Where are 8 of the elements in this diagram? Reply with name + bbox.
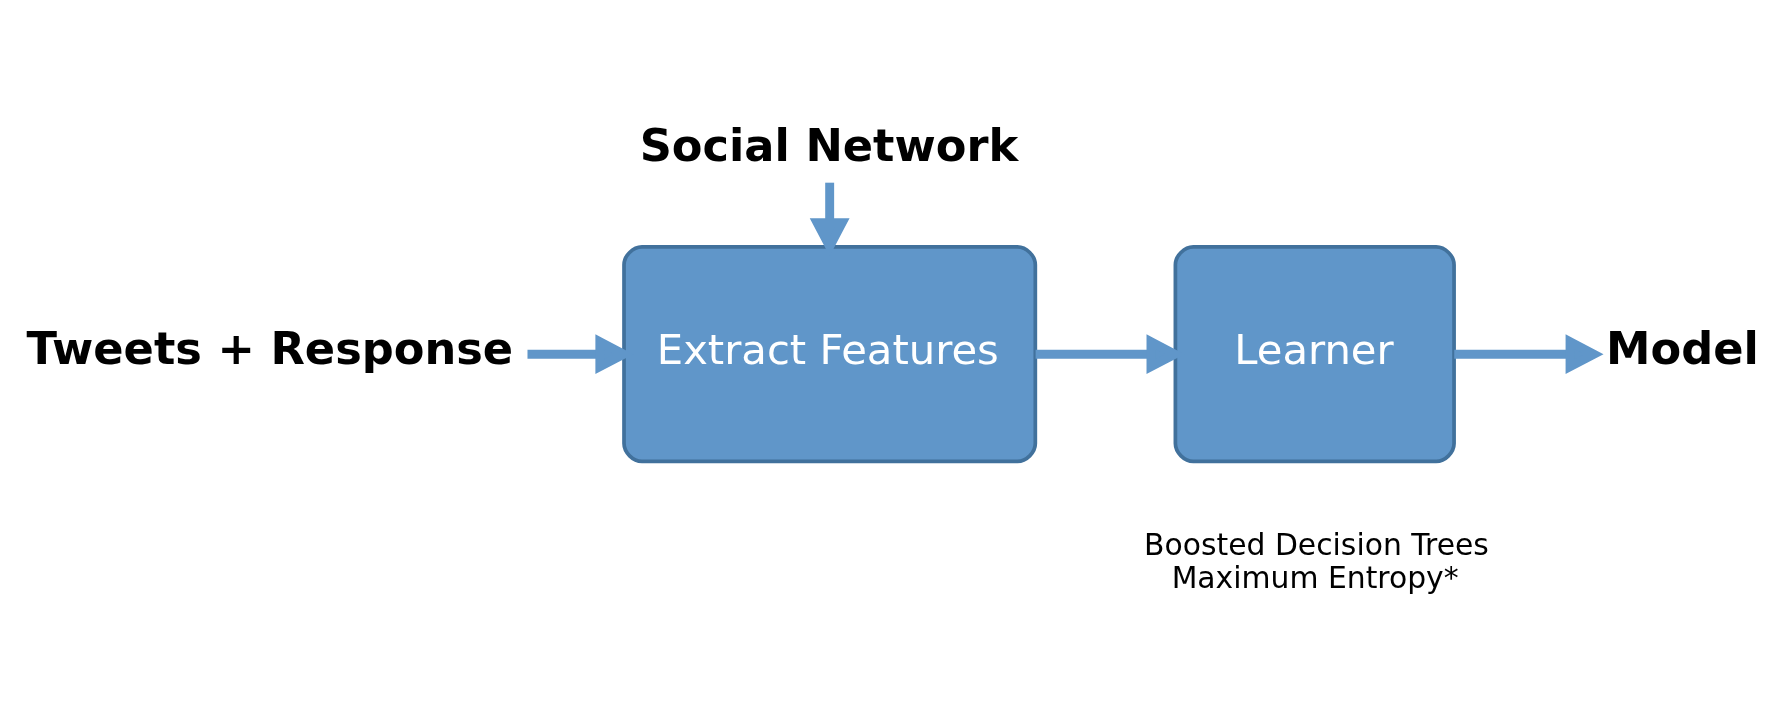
node-box: Learner (1173, 245, 1456, 464)
node-box: Extract Features (622, 245, 1038, 464)
arrow (1454, 334, 1604, 375)
node-label: Maximum Entropy* (1171, 560, 1459, 596)
node-text: Social Network (639, 120, 1019, 173)
node-text: Tweets + Response (26, 322, 514, 375)
node-label: Boosted Decision Trees (1144, 527, 1489, 563)
node-text: Model (1606, 322, 1759, 375)
